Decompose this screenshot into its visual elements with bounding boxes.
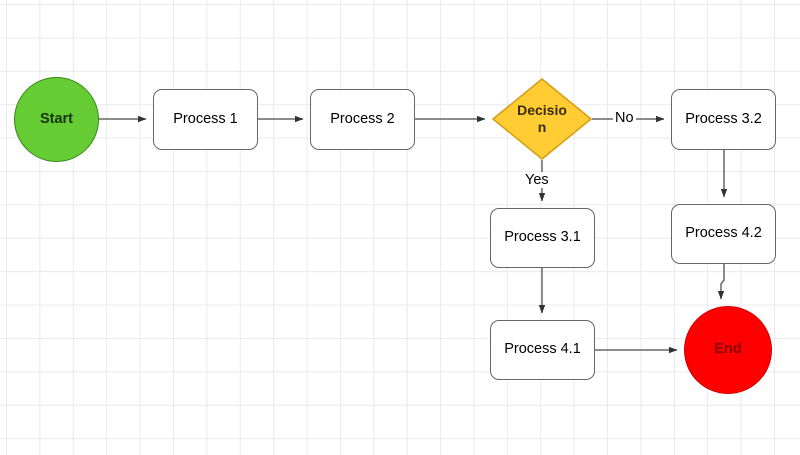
node-process-3-1[interactable]: Process 3.1: [490, 208, 595, 268]
node-process-1[interactable]: Process 1: [153, 89, 258, 150]
edge-process42-to-end: [717, 264, 725, 300]
node-process-1-label: Process 1: [173, 110, 238, 127]
node-process-4-2-label: Process 4.2: [685, 225, 762, 242]
node-process-3-2-label: Process 3.2: [685, 110, 762, 127]
node-process-4-1[interactable]: Process 4.1: [490, 320, 595, 380]
node-end[interactable]: End: [684, 306, 772, 394]
node-end-label: End: [714, 341, 742, 358]
node-process-4-2[interactable]: Process 4.2: [671, 204, 776, 264]
node-decision[interactable]: Decisio n: [492, 78, 592, 160]
node-process-3-2[interactable]: Process 3.2: [671, 89, 776, 150]
edge-label-no: No: [613, 110, 636, 126]
node-start-label: Start: [39, 110, 74, 127]
node-start[interactable]: Start: [14, 77, 99, 162]
node-process-4-1-label: Process 4.1: [504, 341, 581, 358]
edge-label-yes: Yes: [523, 172, 551, 188]
node-decision-label: Decisio n: [517, 102, 567, 135]
node-process-2[interactable]: Process 2: [310, 89, 415, 150]
node-process-2-label: Process 2: [330, 110, 395, 127]
node-process-3-1-label: Process 3.1: [504, 229, 581, 246]
diamond-shape-icon: [492, 78, 592, 160]
